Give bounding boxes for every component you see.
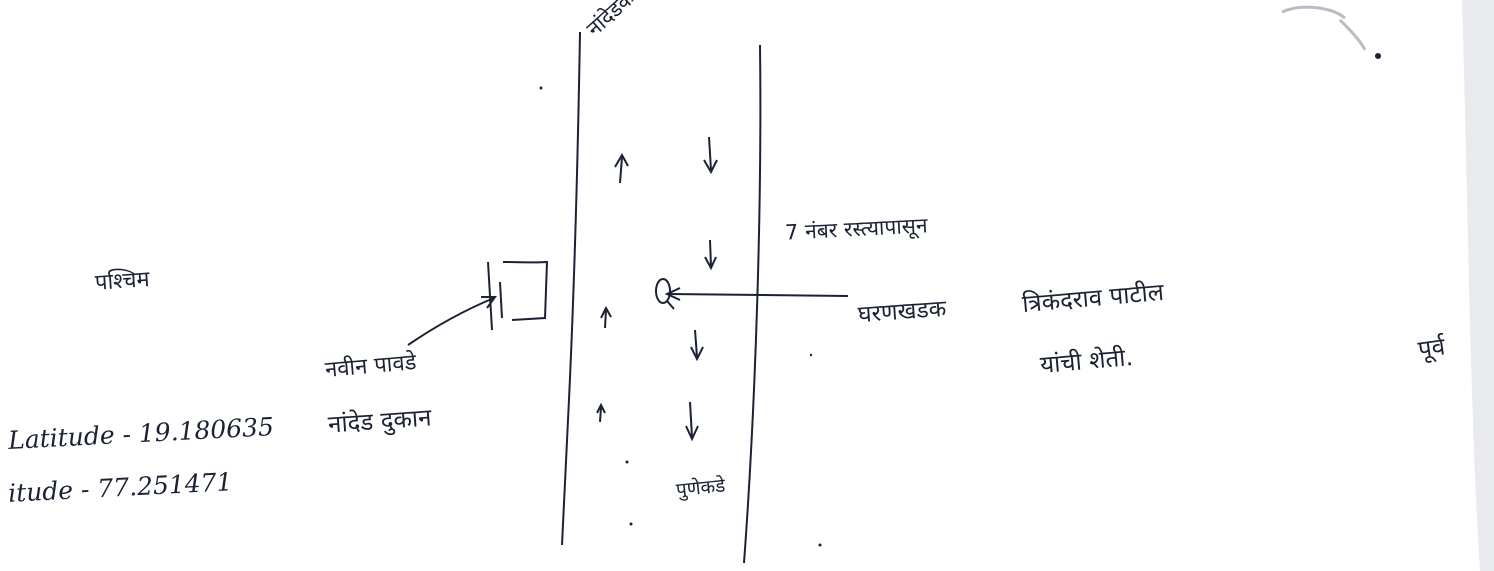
ink-dot (1375, 53, 1381, 59)
paper-speck (818, 543, 822, 547)
paper-speck (539, 86, 543, 90)
arrow-down-1 (703, 136, 718, 175)
road-left-edge (561, 31, 581, 546)
label-west: पश्चिम (94, 267, 151, 296)
site-pointer-arrow (664, 287, 849, 301)
shop-pointer-arrow (407, 296, 497, 346)
label-east: पूर्व (1416, 332, 1447, 364)
paper-speck (809, 353, 813, 357)
arrow-down-2 (704, 239, 717, 271)
arrow-down-3 (690, 329, 704, 362)
paper-speck (629, 522, 633, 526)
arrow-up-3 (596, 402, 606, 423)
paper-speck (625, 460, 629, 464)
road-right-edge (743, 44, 762, 564)
arrow-up-1 (614, 152, 629, 184)
site-location-marker (655, 278, 675, 310)
paper-edge-shadow (1462, 0, 1494, 571)
arrow-up-2 (600, 305, 612, 329)
arrow-down-4 (685, 401, 699, 442)
paper-smudge (1281, 5, 1367, 51)
